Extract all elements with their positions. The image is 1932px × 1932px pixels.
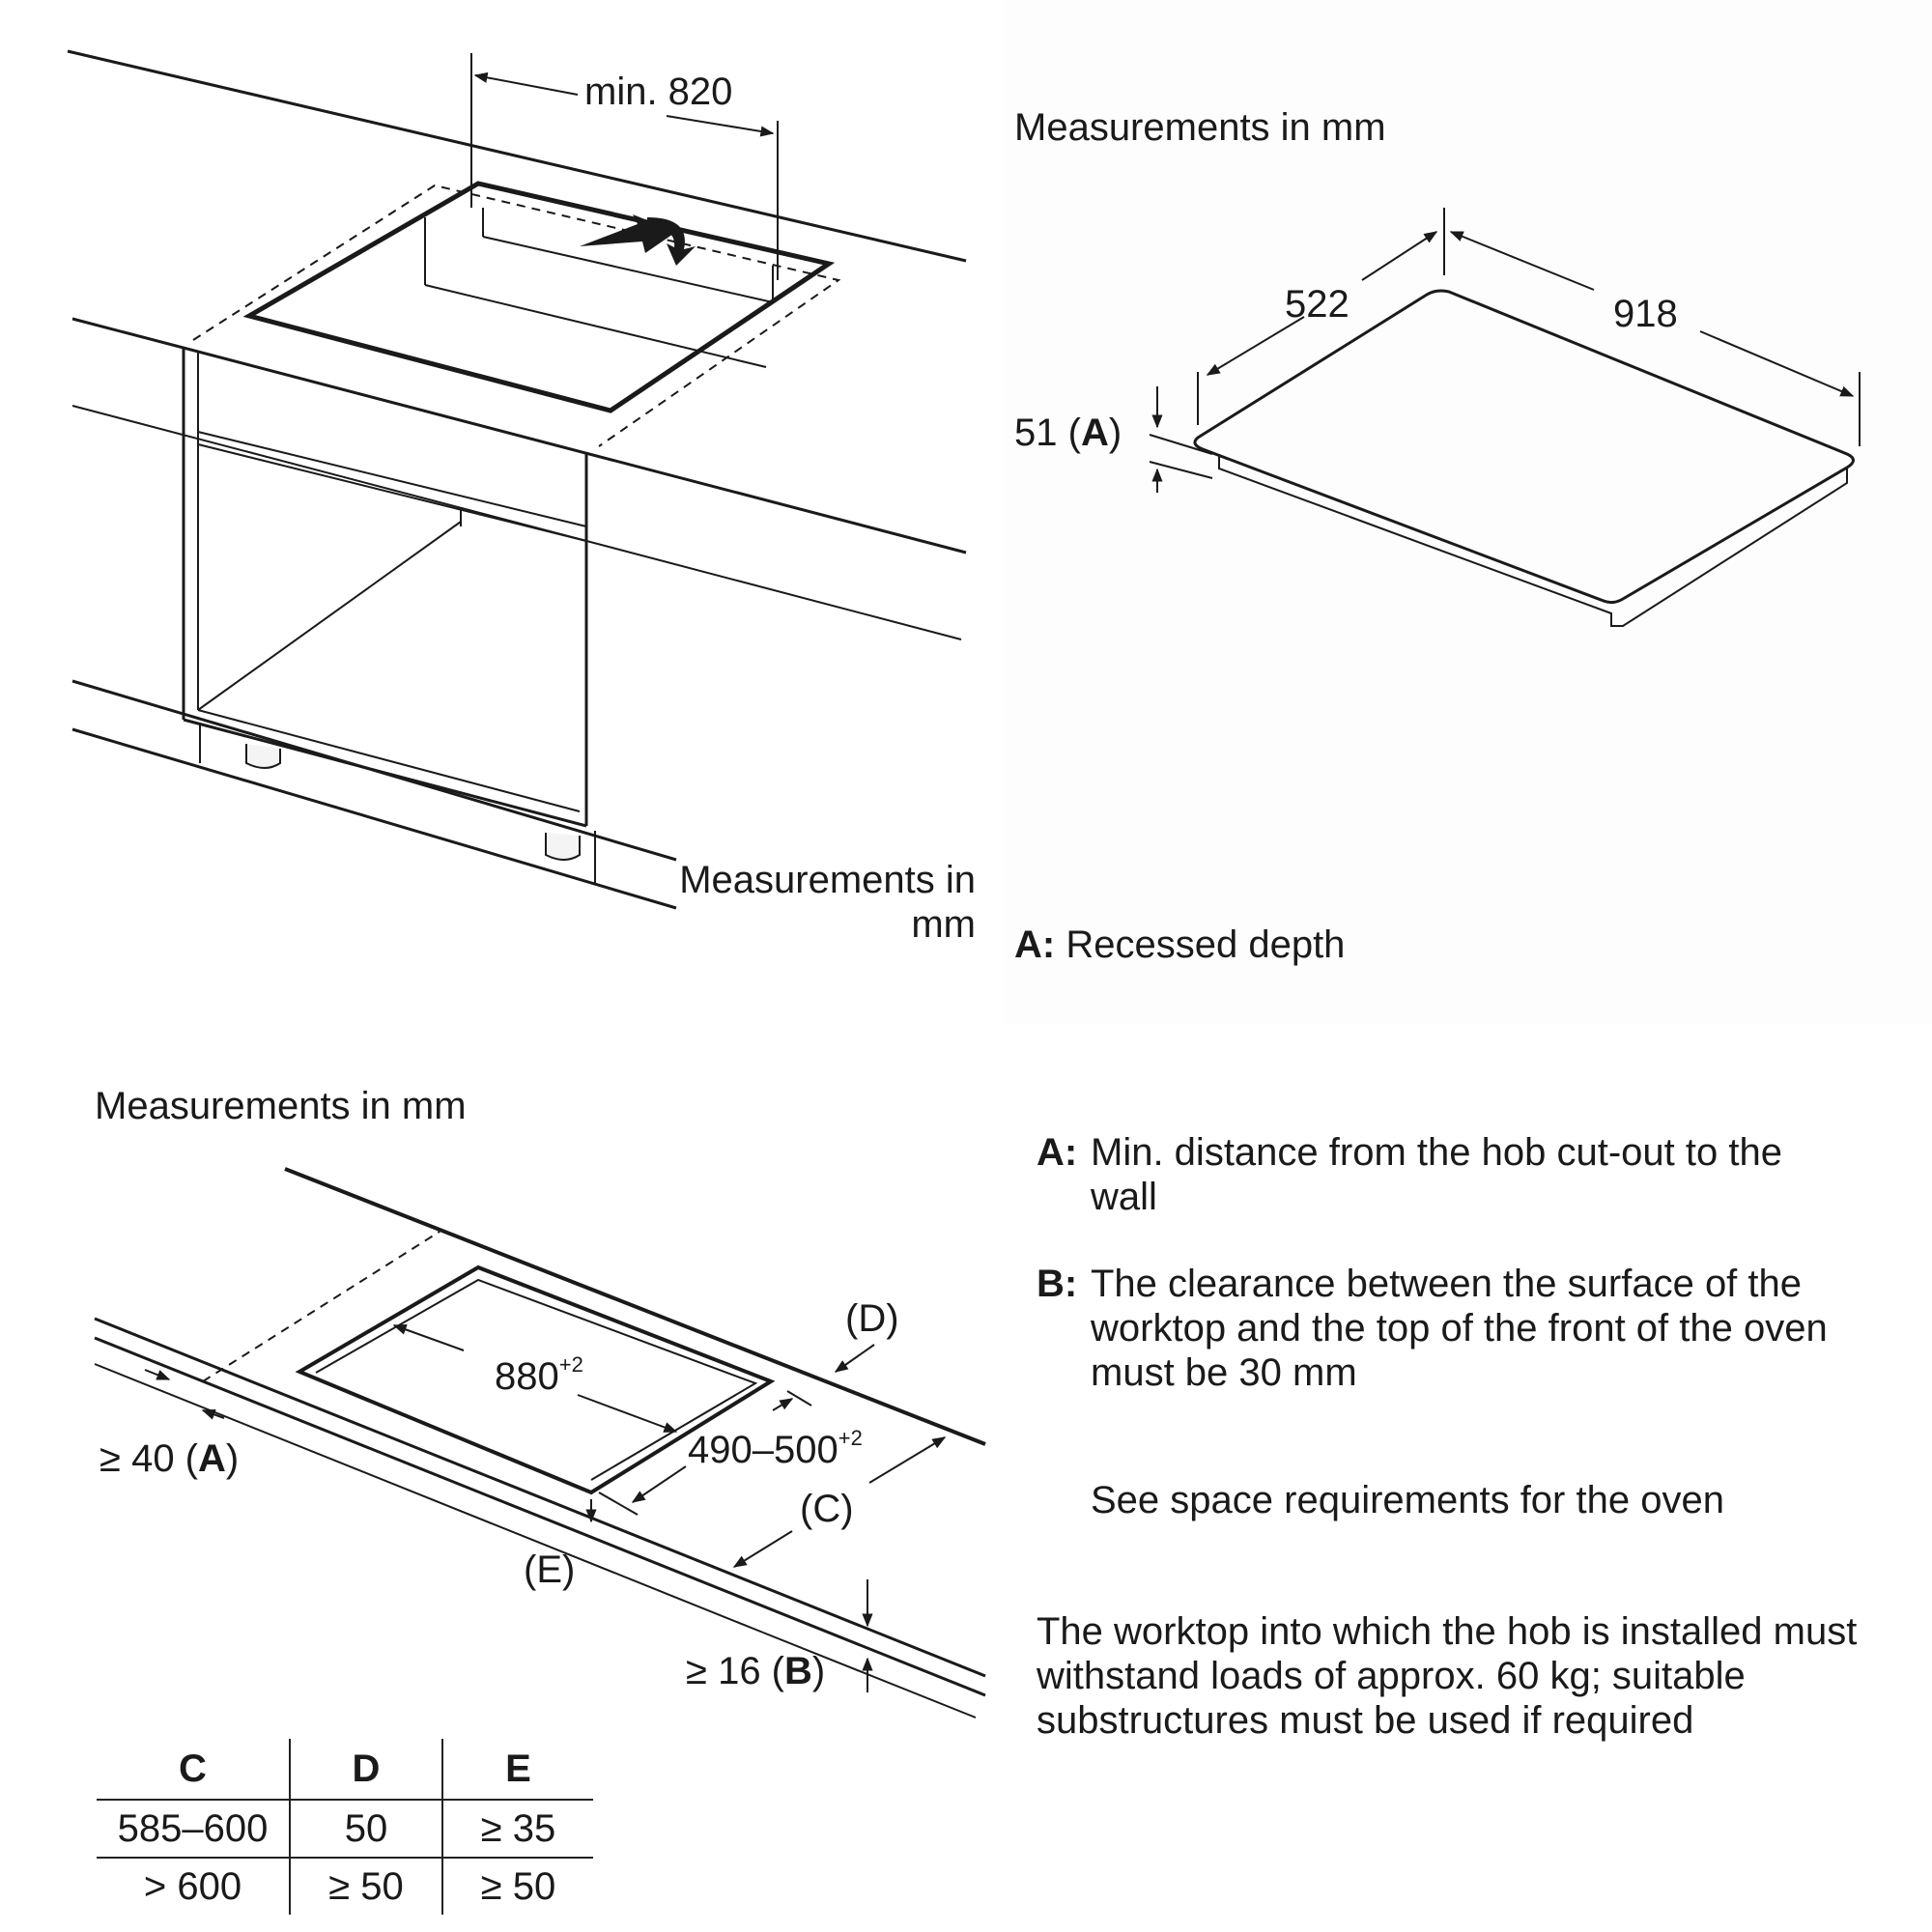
installation-drawing xyxy=(67,49,967,910)
note-load: The worktop into which the hob is instal… xyxy=(1037,1610,1858,1742)
table-cell: ≥ 50 xyxy=(289,1857,442,1915)
note-b-text: The clearance between the surface of the… xyxy=(1091,1263,1828,1394)
note-a-text: Min. distance from the hob cut-out to th… xyxy=(1091,1131,1782,1218)
table-cell: > 600 xyxy=(97,1857,290,1915)
table-header-row: C D E xyxy=(97,1739,593,1800)
dim-51-label: 51 (A) xyxy=(1014,412,1122,454)
note-a-key: A: xyxy=(1037,1131,1078,1174)
table-row: > 600 ≥ 50 ≥ 50 xyxy=(97,1857,593,1915)
dim-490-500-label: 490–500+2 xyxy=(688,1426,863,1471)
table-cell: ≥ 50 xyxy=(441,1857,593,1915)
table-cell: 585–600 xyxy=(97,1799,290,1858)
recessed-depth-legend: A: Recessed depth xyxy=(1014,923,1346,966)
table-header: E xyxy=(441,1739,593,1800)
dim-c-label: (C) xyxy=(800,1488,854,1530)
install-measurements-note: Measurements in mm xyxy=(679,859,976,946)
dim-918-label: 918 xyxy=(1613,293,1678,335)
cutout-drawing xyxy=(94,1167,986,1719)
note-b: B: The clearance between the surface of … xyxy=(1037,1262,1906,1395)
dim-16-b-label: ≥ 16 (B) xyxy=(686,1650,826,1692)
table-header: D xyxy=(289,1739,442,1800)
table-row: 585–600 50 ≥ 35 xyxy=(97,1799,593,1858)
note-a: A: Min. distance from the hob cut-out to… xyxy=(1037,1130,1906,1219)
dims-measurements-note: Measurements in mm xyxy=(1014,106,1386,149)
dim-e-label: (E) xyxy=(524,1548,576,1591)
dimensions-panel-background xyxy=(1005,0,1932,1024)
clearance-table: C D E 585–600 50 ≥ 35 > 600 ≥ 50 ≥ 50 xyxy=(97,1739,593,1915)
note-b-key: B: xyxy=(1037,1263,1078,1305)
hob-dimension-drawing xyxy=(1149,208,1861,627)
table-cell: ≥ 35 xyxy=(441,1799,593,1858)
table-cell: 50 xyxy=(289,1799,442,1858)
table-header: C xyxy=(179,1747,207,1790)
cutout-measurements-note: Measurements in mm xyxy=(95,1085,467,1127)
dim-880-label: 880+2 xyxy=(495,1352,583,1398)
dim-40-a-label: ≥ 40 (A) xyxy=(99,1437,240,1480)
dim-522-label: 522 xyxy=(1285,283,1350,326)
dim-d-label: (D) xyxy=(845,1297,899,1340)
dim-min-820-label: min. 820 xyxy=(584,71,733,113)
note-oven: See space requirements for the oven xyxy=(1091,1479,1724,1521)
